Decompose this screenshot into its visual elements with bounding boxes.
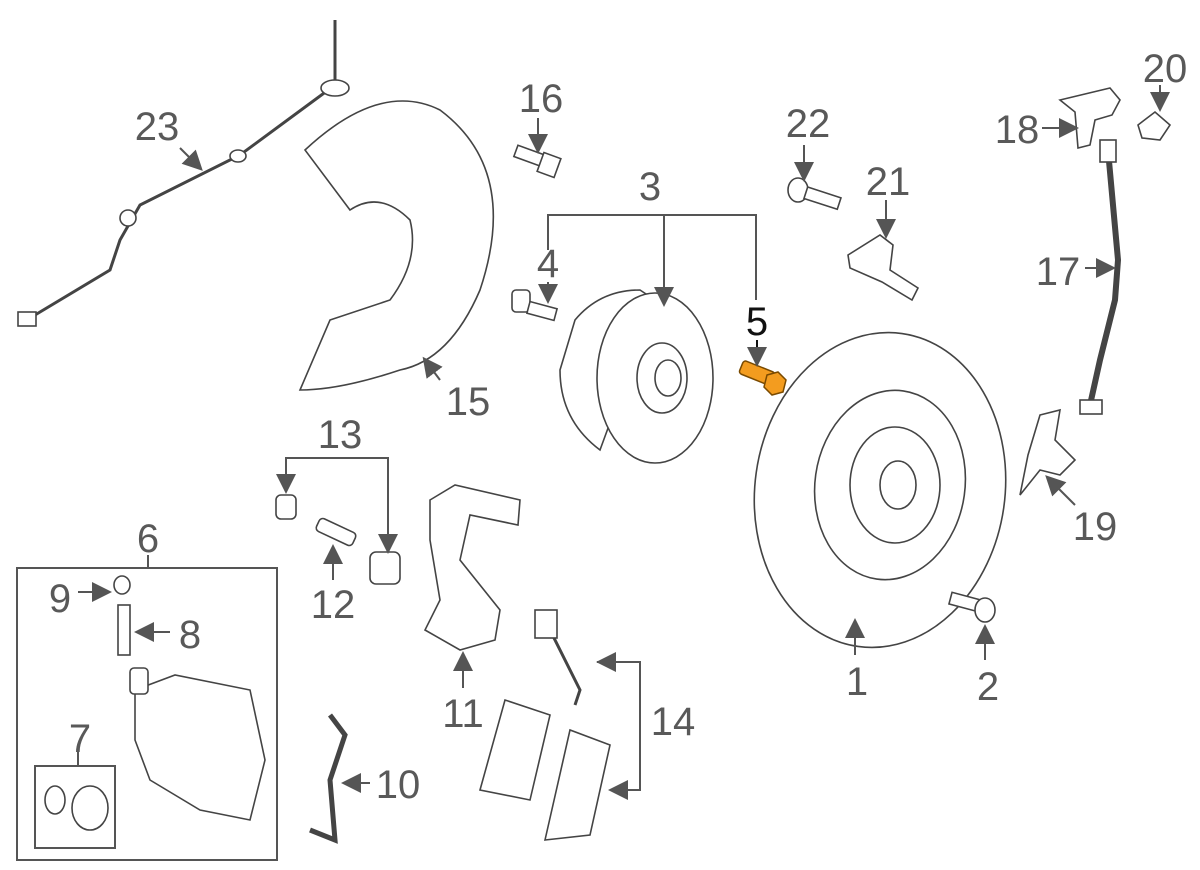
label-9: 9	[49, 577, 71, 621]
label-18: 18	[995, 108, 1040, 152]
part-14-brake-pads[interactable]	[478, 609, 611, 841]
part-20-clip[interactable]	[1137, 110, 1172, 141]
part-8-bleeder[interactable]	[117, 604, 131, 656]
label-13: 13	[318, 413, 363, 457]
part-11-caliper-bracket[interactable]	[423, 484, 521, 651]
part-2-screw[interactable]	[947, 591, 996, 623]
label-23: 23	[135, 105, 180, 149]
label-14: 14	[651, 700, 696, 744]
label-5: 5	[746, 300, 768, 344]
label-19: 19	[1073, 505, 1118, 549]
label-4: 4	[537, 242, 559, 286]
label-10: 10	[376, 763, 421, 807]
part-5-bolt-highlighted[interactable]	[738, 360, 787, 396]
part-16-bolt[interactable]	[512, 144, 562, 179]
label-3: 3	[639, 165, 661, 209]
part-17-brake-hose[interactable]	[1079, 139, 1122, 415]
label-8: 8	[179, 613, 201, 657]
label-2: 2	[977, 665, 999, 709]
part-13-guide-pin-kit[interactable]	[275, 494, 401, 585]
part-21-bracket[interactable]	[847, 234, 920, 302]
label-22: 22	[786, 102, 831, 146]
part-23-abs-sensor-wire[interactable]	[17, 20, 350, 327]
part-4-bolt[interactable]	[511, 289, 559, 322]
part-22-bolt[interactable]	[787, 177, 842, 211]
label-1: 1	[846, 660, 868, 704]
label-12: 12	[311, 583, 356, 627]
label-20: 20	[1143, 47, 1188, 91]
part-7-repair-kit-box	[34, 765, 116, 849]
part-3-wheel-hub[interactable]	[559, 289, 714, 464]
label-6: 6	[137, 517, 159, 561]
part-9-cap[interactable]	[113, 575, 131, 595]
label-21: 21	[866, 160, 911, 204]
part-labels: 23 16 22 21 20 18 3 4 5 17 15 13 6 9 8 1…	[49, 47, 1187, 807]
label-7: 7	[69, 717, 91, 761]
label-15: 15	[446, 380, 491, 424]
part-6-brake-caliper[interactable]	[129, 667, 266, 821]
leader-lines	[77, 85, 1170, 800]
part-7-seal-kit[interactable]	[44, 785, 109, 831]
part-15-dust-shield[interactable]	[298, 100, 495, 391]
part-1-brake-rotor[interactable]	[734, 316, 1026, 664]
part-19-hose-bracket[interactable]	[1019, 408, 1077, 496]
label-11: 11	[442, 692, 484, 736]
part-10-spring-clip[interactable]	[309, 713, 348, 844]
label-16: 16	[519, 77, 564, 121]
part-18-bracket[interactable]	[1058, 87, 1121, 150]
label-17: 17	[1036, 250, 1081, 294]
